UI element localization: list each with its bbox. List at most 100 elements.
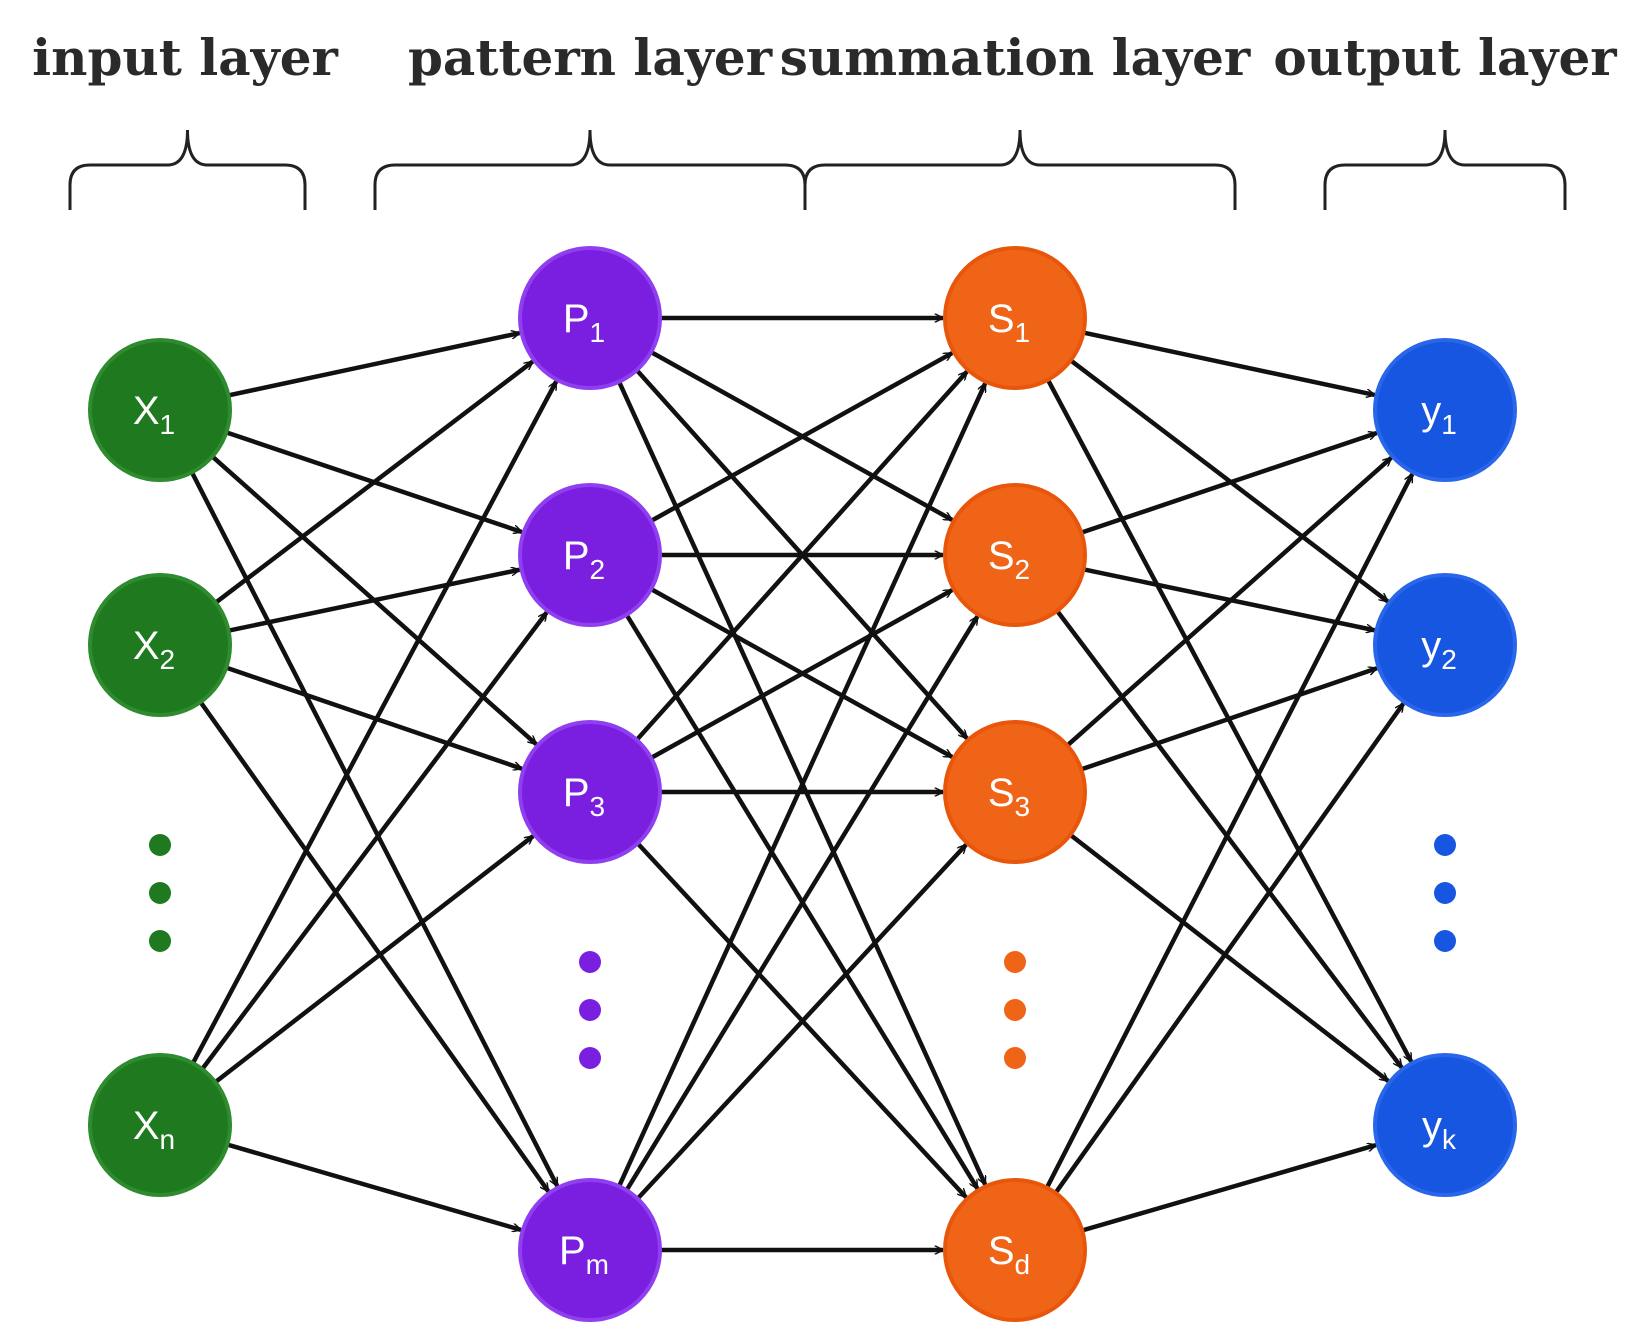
edge-input-1-to-pattern-1 [226, 333, 519, 398]
node-label-output-1: y1 [1421, 389, 1457, 440]
edge-pattern-3-to-summation-1 [633, 372, 969, 743]
node-label-base: S [988, 297, 1015, 341]
node-label-subscript: 1 [590, 317, 606, 348]
edge-input-1-to-pattern-4 [188, 469, 560, 1186]
ellipsis-dot-pattern-1 [579, 951, 601, 973]
node-label-output-3: yk [1422, 1104, 1457, 1155]
node-circle-output-3 [1373, 1053, 1517, 1197]
node-output-3: yk [1373, 1053, 1517, 1197]
node-label-subscript: m [586, 1249, 609, 1280]
node-summation-4: Sd [943, 1178, 1087, 1322]
node-summation-3: S3 [943, 720, 1087, 864]
summation-layer-title: summation layer [780, 28, 1251, 87]
ellipsis-dot-output-3 [1434, 930, 1456, 952]
node-label-summation-3: S3 [988, 771, 1030, 822]
edge-summation-2-to-output-3 [1054, 607, 1404, 1067]
ellipsis-dot-input-2 [149, 882, 171, 904]
edge-input-2-to-pattern-2 [226, 570, 520, 634]
ellipsis-dots [149, 834, 1456, 1069]
node-label-base: S [988, 534, 1015, 578]
node-label-pattern-1: P1 [563, 297, 605, 348]
node-circle-pattern-2 [518, 483, 662, 627]
node-label-base: P [559, 1229, 586, 1273]
node-circle-pattern-3 [518, 720, 662, 864]
edge-summation-4-to-output-3 [1079, 1145, 1376, 1234]
brace-pattern [373, 129, 807, 210]
node-label-subscript: 2 [1015, 554, 1031, 585]
node-circle-input-2 [88, 573, 232, 717]
node-output-1: y1 [1373, 338, 1517, 482]
node-circle-output-1 [1373, 338, 1517, 482]
node-label-input-1: X1 [133, 389, 175, 440]
node-label-base: X [133, 389, 160, 433]
node-label-output-2: y2 [1421, 624, 1457, 675]
node-label-subscript: 1 [1015, 317, 1031, 348]
node-output-2: y2 [1373, 573, 1517, 717]
node-label-base: S [988, 1229, 1015, 1273]
node-label-subscript: 3 [1015, 791, 1031, 822]
edge-input-3-to-pattern-4 [224, 1141, 521, 1230]
node-pattern-2: P2 [518, 483, 662, 627]
edge-pattern-2-to-summation-1 [648, 351, 952, 524]
ellipsis-dot-input-3 [149, 930, 171, 952]
node-label-subscript: 2 [1441, 644, 1457, 675]
node-input-1: X1 [88, 338, 232, 482]
layer-braces [68, 129, 1567, 210]
node-label-subscript: k [1442, 1124, 1457, 1155]
edge-summation-1-to-output-2 [1067, 357, 1388, 604]
node-circle-summation-3 [943, 720, 1087, 864]
node-label-pattern-3: P3 [563, 771, 605, 822]
edge-summation-3-to-output-1 [1064, 456, 1391, 749]
edge-input-2-to-pattern-1 [212, 359, 533, 606]
node-circle-output-2 [1373, 573, 1517, 717]
ellipsis-dot-summation-3 [1004, 1047, 1026, 1069]
node-label-base: X [133, 624, 160, 668]
node-circle-pattern-4 [518, 1178, 662, 1322]
node-label-subscript: n [160, 1124, 176, 1155]
node-label-summation-2: S2 [988, 534, 1030, 585]
node-label-base: y [1421, 624, 1441, 668]
node-circle-input-3 [88, 1053, 232, 1197]
ellipsis-dot-output-1 [1434, 834, 1456, 856]
output-layer-title: output layer [1273, 28, 1617, 87]
ellipsis-dot-pattern-3 [579, 1047, 601, 1069]
ellipsis-dot-input-1 [149, 834, 171, 856]
edge-summation-2-to-output-1 [1078, 433, 1376, 536]
node-summation-1: S1 [943, 246, 1087, 390]
node-label-subscript: 2 [160, 644, 176, 675]
edge-input-3-to-pattern-2 [199, 612, 549, 1073]
node-pattern-3: P3 [518, 720, 662, 864]
edge-summation-4-to-output-2 [1052, 704, 1406, 1196]
node-circle-input-1 [88, 338, 232, 482]
node-label-summation-4: Sd [988, 1229, 1030, 1280]
node-label-base: X [133, 1104, 160, 1148]
node-circle-pattern-1 [518, 246, 662, 390]
node-input-2: X2 [88, 573, 232, 717]
node-circle-summation-2 [943, 483, 1087, 627]
brace-summation [803, 129, 1237, 210]
node-label-input-2: X2 [133, 624, 175, 675]
ellipsis-dot-pattern-2 [579, 999, 601, 1021]
brace-output [1323, 129, 1567, 210]
node-summation-2: S2 [943, 483, 1087, 627]
edge-summation-4-to-output-1 [1043, 474, 1415, 1191]
brace-input [68, 129, 307, 210]
edge-input-3-to-pattern-3 [212, 834, 533, 1086]
node-input-3: Xn [88, 1053, 232, 1197]
node-label-base: P [563, 297, 590, 341]
edge-pattern-4-to-summation-1 [616, 384, 988, 1190]
ellipsis-dot-summation-1 [1004, 951, 1026, 973]
connection-edges [188, 318, 1415, 1250]
node-label-subscript: 3 [590, 791, 606, 822]
node-label-pattern-4: Pm [559, 1229, 609, 1280]
node-label-base: S [988, 771, 1015, 815]
edge-summation-3-to-output-2 [1078, 668, 1377, 773]
node-label-base: y [1421, 389, 1441, 433]
node-label-subscript: 1 [160, 409, 176, 440]
edge-summation-1-to-output-1 [1081, 330, 1374, 395]
node-label-subscript: d [1015, 1249, 1031, 1280]
node-label-subscript: 2 [590, 554, 606, 585]
node-circle-summation-1 [943, 246, 1087, 390]
node-label-pattern-2: P2 [563, 534, 605, 585]
